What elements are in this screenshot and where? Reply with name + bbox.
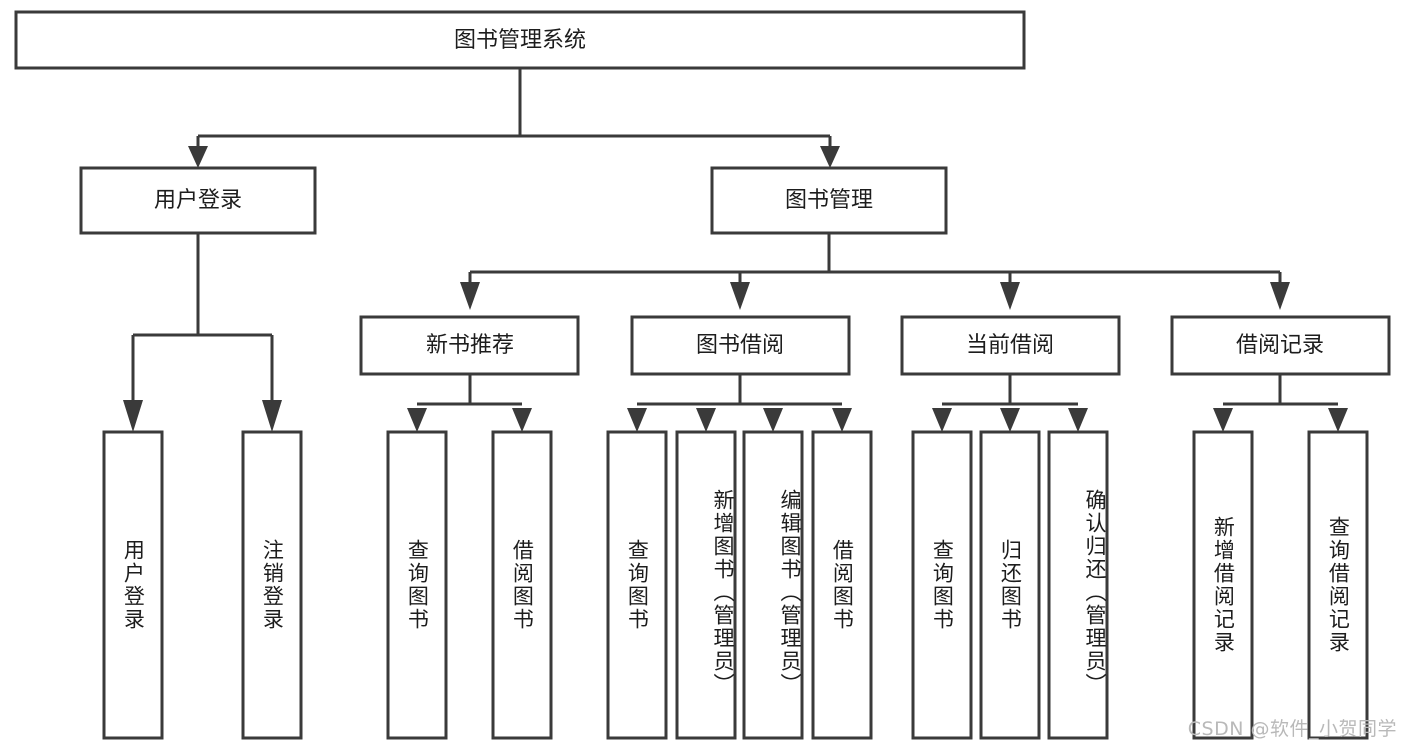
leafbox-add-book[interactable] xyxy=(675,430,737,740)
leafbox-query-book-1[interactable] xyxy=(386,430,448,740)
node-current-borrow[interactable] xyxy=(900,315,1121,376)
edges-root-to-level1 xyxy=(188,68,840,168)
leafbox-query-record[interactable] xyxy=(1307,430,1369,740)
leafbox-add-book-label: 新增图书（管理员） xyxy=(711,488,735,696)
leafbox-borrow-book-2-label: 借阅图书 xyxy=(830,539,855,631)
leafbox-query-book-3[interactable] xyxy=(911,430,973,740)
node-new-book-recommend[interactable] xyxy=(359,315,580,376)
leafbox-query-book-1-label: 查询图书 xyxy=(405,539,430,631)
node-book-manage[interactable] xyxy=(710,166,948,235)
node-user-login-label: 用户登录 xyxy=(154,188,242,213)
edges-currentborrow-to-leaves xyxy=(932,374,1088,432)
leafbox-edit-book-label: 编辑图书（管理员） xyxy=(778,488,802,696)
leafbox-query-book-2[interactable] xyxy=(606,430,668,740)
leafbox-query-book-3-label: 查询图书 xyxy=(930,539,955,631)
leafbox-confirm-return-label: 确认归还（管理员） xyxy=(1083,488,1107,696)
node-new-book-recommend-label: 新书推荐 xyxy=(426,333,514,358)
leafbox-borrow-book-2[interactable] xyxy=(811,430,873,740)
node-book-borrow[interactable] xyxy=(630,315,851,376)
csdn-watermark: CSDN @软件_小贺同学 xyxy=(1187,718,1397,740)
node-book-manage-label: 图书管理 xyxy=(785,188,873,213)
leafbox-logout-login[interactable] xyxy=(241,430,303,740)
edges-borrowrecord-to-leaves xyxy=(1213,374,1348,432)
leafbox-borrow-book-1[interactable] xyxy=(491,430,553,740)
leafbox-borrow-book-1-label: 借阅图书 xyxy=(510,539,535,631)
edges-bookmanage-to-level2 xyxy=(460,233,1290,310)
node-borrow-record[interactable] xyxy=(1170,315,1391,376)
node-user-login[interactable] xyxy=(79,166,317,235)
leafbox-add-record-label: 新增借阅记录 xyxy=(1211,516,1236,654)
leafbox-return-book-label: 归还图书 xyxy=(998,539,1023,631)
leafbox-edit-book[interactable] xyxy=(742,430,804,740)
leafbox-return-book[interactable] xyxy=(979,430,1041,740)
leafbox-confirm-return[interactable] xyxy=(1047,430,1109,740)
node-book-borrow-label: 图书借阅 xyxy=(696,333,784,358)
leafbox-user-login-label: 用户登录 xyxy=(121,539,146,631)
leafbox-logout-login-label: 注销登录 xyxy=(260,539,285,631)
leafbox-add-record[interactable] xyxy=(1192,430,1254,740)
node-current-borrow-label: 当前借阅 xyxy=(966,333,1054,358)
leafbox-query-book-2-label: 查询图书 xyxy=(625,539,650,631)
edges-userlogin-to-leaves xyxy=(123,233,282,432)
node-root-label: 图书管理系统 xyxy=(454,28,586,53)
leafbox-query-record-label: 查询借阅记录 xyxy=(1326,516,1351,654)
node-borrow-record-label: 借阅记录 xyxy=(1236,333,1324,358)
edges-bookborrow-to-leaves xyxy=(627,374,852,432)
edges-newbook-to-leaves xyxy=(407,374,532,432)
leafbox-user-login[interactable] xyxy=(102,430,164,740)
node-root[interactable] xyxy=(14,10,1026,70)
